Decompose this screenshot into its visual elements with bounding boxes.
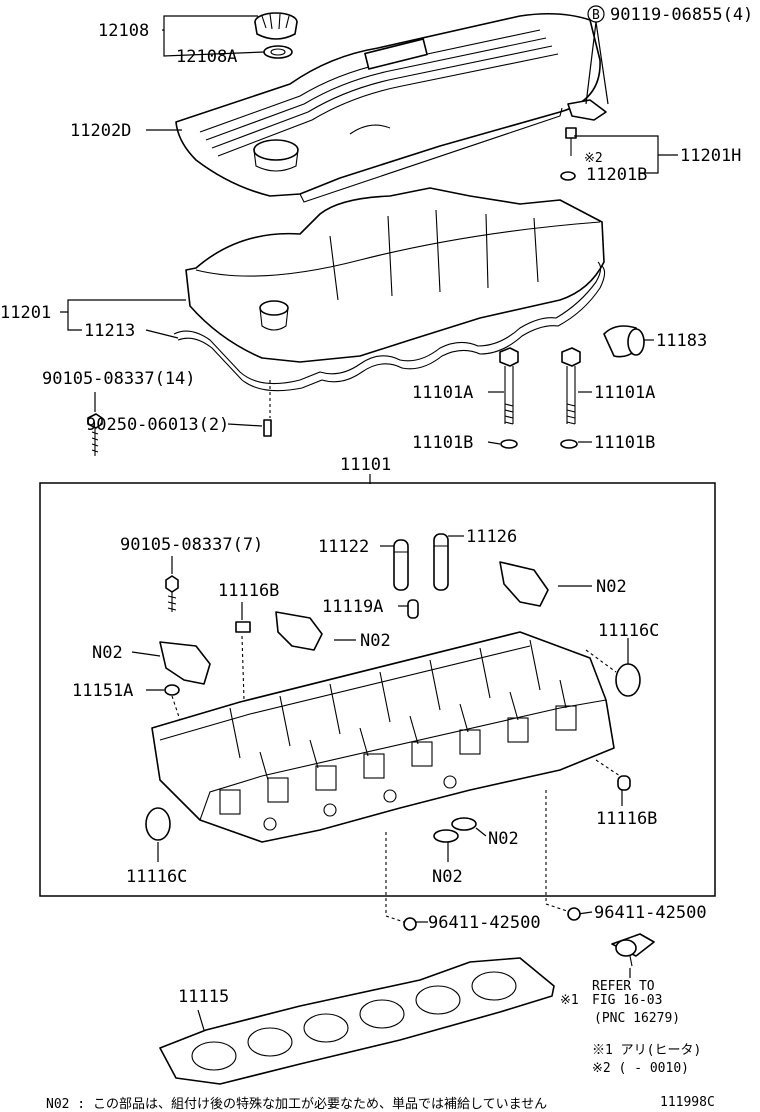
cover-bolt-drawing <box>560 127 577 181</box>
note-mark-1: ※1 <box>560 993 579 1008</box>
cover-gasket-drawing <box>173 261 606 392</box>
part-label-11122: 11122 <box>318 537 369 557</box>
note-mark-2-11201b: ※2 <box>584 151 603 166</box>
part-label-12108a: 12108A <box>176 47 237 67</box>
refer-to-line-1: REFER TO <box>592 979 655 994</box>
part-label-90119-06855: 90119-06855(4) <box>610 5 753 25</box>
filler-cap-gasket-drawing <box>263 45 293 59</box>
part-label-96411-42500-right: 96411-42500 <box>594 903 707 923</box>
part-label-n02-middle: N02 <box>360 631 391 651</box>
part-label-90105-08337-7: 90105-08337(7) <box>120 535 263 555</box>
part-label-90105-08337-14: 90105-08337(14) <box>42 369 196 389</box>
part-label-n02-lower: N02 <box>432 867 463 887</box>
head-bolt-right-drawing <box>560 347 581 449</box>
leader-lines <box>60 5 678 1031</box>
oil-filler-cap-drawing <box>254 12 298 40</box>
part-label-11151a: 11151A <box>72 681 133 701</box>
part-label-11101a-left: 11101A <box>412 383 473 403</box>
dashed-guide-lines <box>171 380 621 925</box>
part-label-11116c-right: 11116C <box>598 621 659 641</box>
sensor-drawing <box>611 933 655 967</box>
refer-to-line-3: (PNC 16279) <box>594 1011 680 1026</box>
rubber-plug-drawing <box>603 325 645 358</box>
part-label-11116b-top: 11116B <box>218 581 279 601</box>
head-cover-upper-drawing <box>175 12 607 203</box>
head-gasket-drawing <box>159 957 555 1085</box>
part-label-11202d: 11202D <box>70 121 131 141</box>
circle-mark-b: B <box>592 8 600 23</box>
part-label-11126: 11126 <box>466 527 517 547</box>
valve-guide-drawings <box>393 533 449 619</box>
footnote-1: ※1 アリ(ヒータ) <box>592 1043 701 1058</box>
part-label-11183: 11183 <box>656 331 707 351</box>
part-label-n02-left: N02 <box>92 643 123 663</box>
part-label-90250-06013: 90250-06013(2) <box>86 415 229 435</box>
cylinder-head-drawing <box>151 631 615 843</box>
part-label-11101b-left: 11101B <box>412 433 473 453</box>
part-label-11119a: 11119A <box>322 597 383 617</box>
part-label-11101b-right: 11101B <box>594 433 655 453</box>
refer-to-line-2: FIG 16-03 <box>592 993 662 1008</box>
cylinder-head-assembly-frame <box>39 482 716 897</box>
part-label-96411-42500-left: 96411-42500 <box>428 913 541 933</box>
part-label-12108: 12108 <box>98 21 149 41</box>
part-label-11201b: 11201B <box>586 165 647 185</box>
part-label-11201: 11201 <box>0 303 51 323</box>
head-bolt-left-drawing <box>499 347 519 449</box>
camshaft-cap-drawings <box>159 561 549 685</box>
footnote-2: ※2 ( - 0010) <box>592 1061 689 1076</box>
part-label-11101: 11101 <box>340 455 391 475</box>
inner-bolt-drawing <box>165 575 179 612</box>
part-label-11213: 11213 <box>84 321 135 341</box>
cylinder-head-cover-drawing <box>185 187 605 363</box>
part-label-11201h: 11201H <box>680 146 741 166</box>
part-label-n02-lower-right: N02 <box>488 829 519 849</box>
part-label-n02-upper-right: N02 <box>596 577 627 597</box>
part-label-11115: 11115 <box>178 987 229 1007</box>
n02-footer-note: N02 : この部品は、組付け後の特殊な加工が必要なため、単品では補給していませ… <box>46 1096 547 1112</box>
small-dowel-drawings <box>403 907 581 931</box>
diagram-code: 111998C <box>660 1095 715 1110</box>
part-label-11116c-left: 11116C <box>126 867 187 887</box>
plug-and-seal-drawings <box>145 621 641 843</box>
part-label-11101a-right: 11101A <box>594 383 655 403</box>
stud-bolt-drawing <box>87 413 272 456</box>
part-label-11116b-right: 11116B <box>596 809 657 829</box>
